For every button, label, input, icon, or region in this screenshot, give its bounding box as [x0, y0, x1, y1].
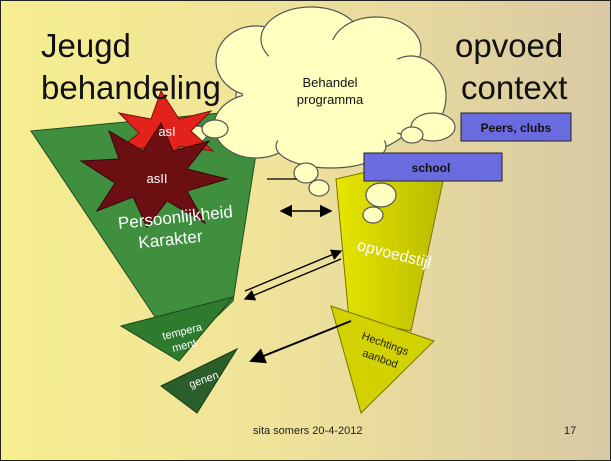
- title-left-line1: Jeugd: [41, 27, 131, 64]
- arrow-to-parenting-1: [244, 249, 343, 292]
- peers-label: Peers, clubs: [481, 121, 552, 135]
- arrow-to-genes: [249, 320, 352, 364]
- school-box: [363, 152, 503, 182]
- arrow-to-temperament: [243, 258, 342, 301]
- footer-author: sita somers 20-4-2012: [253, 425, 363, 437]
- page-number: 17: [564, 425, 577, 437]
- treatment-cloud: [213, 6, 447, 169]
- title-right-line1: opvoed: [455, 27, 564, 64]
- school-label: school: [412, 161, 451, 175]
- temperament-triangle: [119, 296, 235, 362]
- peers-box: [460, 112, 572, 142]
- title-right-line2: context: [461, 69, 568, 106]
- cloud-label-line2: programma: [297, 92, 364, 107]
- genes-triangle: [160, 347, 239, 414]
- temperament-label-line2: ment: [171, 337, 198, 355]
- title-left-line2: behandeling: [41, 69, 221, 106]
- asii-star-label: asII: [147, 171, 168, 186]
- personality-funnel: [30, 108, 264, 354]
- attachment-triangle: [330, 305, 435, 414]
- thought-bubbles: [186, 112, 456, 224]
- cloud-label-line1: Behandel: [303, 75, 358, 90]
- asi-star-label: asI: [158, 124, 175, 139]
- asii-star: [79, 121, 229, 228]
